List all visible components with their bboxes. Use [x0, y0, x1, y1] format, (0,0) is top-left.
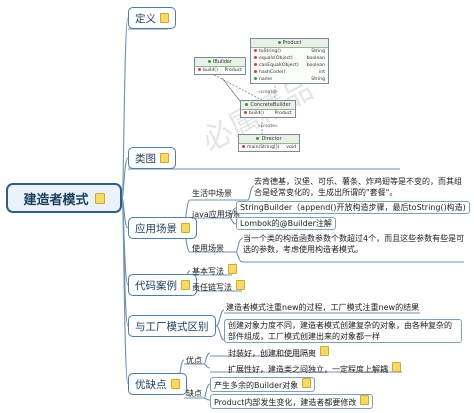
note-icon — [170, 379, 180, 389]
java-item-lombok[interactable]: Lombok的@Builder注解 — [236, 217, 336, 230]
uml-product: Product toString()String equals(Object)b… — [250, 38, 329, 84]
pros-item-2: 扩展性好，建造类之间独立，一定程度上解耦 — [228, 362, 401, 375]
topic-pros-cons[interactable]: 优缺点 — [128, 373, 187, 395]
scenario-life-text: 去肯德基，汉堡、可乐、薯条、炸鸡翅等是不变的，而其组合是经常变化的，生成出所谓的… — [254, 177, 462, 197]
note-icon — [181, 280, 190, 290]
pros-item-1: 封装好，创建和使用隔离 — [228, 346, 329, 359]
note-icon — [160, 153, 169, 163]
uml-concrete-title: ConcreteBuilder — [250, 102, 291, 108]
scenario-usage-label[interactable]: 使用场景 — [192, 244, 224, 253]
uml-ibuilder: IBuilder build()Product — [194, 57, 246, 75]
uml-label-create-2: «create» — [258, 124, 278, 129]
java-item-stringbuilder[interactable]: StringBuilder（append()开放构造步骤，最后toString(… — [236, 201, 470, 214]
topic-class-diagram-label: 类图 — [135, 152, 156, 165]
topic-scenarios[interactable]: 应用场景 — [128, 217, 197, 239]
cons-item-1: 产生多余的Builder对象 — [210, 377, 316, 392]
scenario-usage-text: 当一个类的构造函数参数个数超过4个，而且这些参数有些是可选的参数，考虑使用构造者… — [243, 234, 465, 254]
cons-item-2: Product内部发生变化，建造者都要修改 — [210, 394, 374, 409]
cons-label[interactable]: 缺点 — [186, 389, 202, 398]
factory-diff-item-2: 创建对象力度不同，建造者模式创建复杂的对象，由各种复杂的部件组成，工厂模式创建出… — [224, 319, 462, 343]
root-label: 建造者模式 — [23, 192, 89, 208]
topic-code-examples-label: 代码案例 — [135, 279, 177, 292]
note-icon — [302, 378, 312, 388]
note-icon — [392, 362, 401, 372]
note-icon — [94, 192, 105, 204]
uml-concrete-builder: ConcreteBuilder build()Product — [240, 100, 296, 118]
root-topic[interactable]: 建造者模式 — [6, 183, 122, 213]
topic-pros-cons-label: 优缺点 — [135, 378, 167, 391]
note-icon — [160, 13, 169, 23]
topic-factory-diff-label: 与工厂模式区别 — [135, 320, 209, 333]
code-item-basic[interactable]: 基本写法 — [192, 264, 237, 277]
topic-class-diagram[interactable]: 类图 — [128, 147, 176, 169]
topic-factory-diff[interactable]: 与工厂模式区别 — [128, 315, 216, 337]
topic-definition-label: 定义 — [135, 12, 156, 25]
note-icon — [181, 223, 190, 233]
factory-diff-item-1: 建造者模式注重new的过程，工厂模式注重new的结果 — [226, 303, 420, 312]
topic-code-examples[interactable]: 代码案例 — [128, 274, 197, 296]
uml-director-title: Director — [261, 136, 282, 142]
note-icon — [228, 264, 237, 274]
topic-scenarios-label: 应用场景 — [135, 222, 177, 235]
pros-label[interactable]: 优点 — [186, 356, 202, 365]
uml-ibuilder-title: IBuilder — [212, 59, 233, 65]
uml-product-title: Product — [282, 40, 302, 46]
note-icon — [320, 346, 329, 356]
scenario-life-label[interactable]: 生活中场景 — [192, 189, 232, 198]
note-icon — [236, 280, 245, 290]
note-icon — [360, 395, 370, 405]
uml-label-create-1: «create» — [258, 90, 278, 95]
uml-director: Director main(String[])void — [238, 134, 300, 152]
scenario-java-label[interactable]: java应用场景 — [192, 210, 241, 219]
topic-definition[interactable]: 定义 — [128, 7, 176, 29]
code-item-chain[interactable]: 责任链写法 — [192, 280, 245, 293]
